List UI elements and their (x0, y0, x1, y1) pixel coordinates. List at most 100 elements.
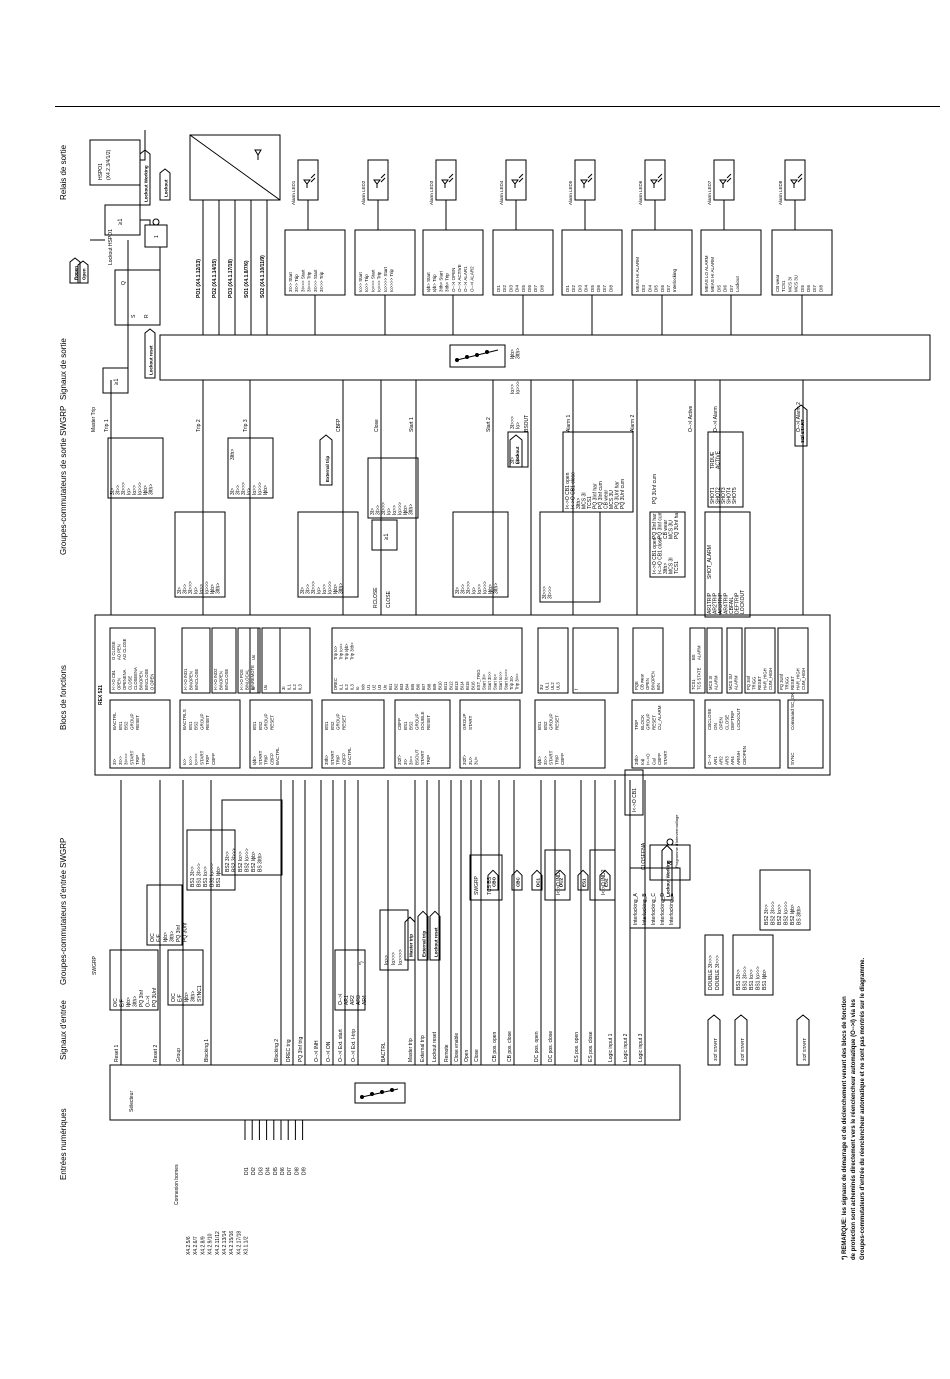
fb-signal: CBFP (657, 753, 662, 765)
fb-signal: I<->O POS (239, 669, 244, 690)
fb-signal: Trip 3I>> (515, 673, 520, 690)
output-signal-label: Alarm 1 (566, 415, 572, 432)
fb-signal: Start Io>> (498, 671, 503, 690)
alarm-led-item: Io>>> Start (370, 269, 375, 292)
fb-signal: OPEN (645, 678, 650, 690)
start-tag-label: 3I2f START (802, 1038, 807, 1061)
input-swgrp-line: E/F (178, 994, 184, 1002)
input-swgrp-line: BS2 3I>>> (232, 848, 238, 872)
terminal-label: X4.2.9/10 (208, 1233, 214, 1255)
di-label: DI7 (287, 1167, 293, 1175)
fb-signal: IL1 (287, 684, 292, 690)
terminal-label: X4.2.6/7 (193, 1236, 199, 1255)
alarm-led-item: MEAS HI ALARM (635, 257, 640, 292)
di-label: DI8 (294, 1167, 300, 1175)
fb-signal: OPEN (117, 678, 122, 690)
di-label: DI1 (244, 1167, 250, 1175)
fb-signal: TCS STATE (697, 667, 702, 690)
swgrp-label: SWGRP (92, 955, 98, 975)
fb-signal: START (258, 750, 263, 765)
fb-signal: 3I>>> (124, 753, 129, 765)
hspo-title: HSPO1 (98, 163, 104, 180)
fb-signal: BI16 (471, 681, 476, 690)
fb-signal: Trip Io> (333, 645, 338, 660)
fb-signal: BI14 (460, 681, 465, 690)
signal-tag-label: External trip (422, 930, 427, 957)
fb-signal: BS2 (194, 721, 199, 730)
selector-label: Sélecteur (129, 1091, 135, 1112)
fb-signal: 3Ith> (634, 754, 639, 765)
hspo-tag-label: Lockout reset (149, 345, 154, 375)
di-label: DI3 (258, 1167, 264, 1175)
fb-signal: DOUBLE (420, 711, 425, 730)
fb-signal: Trip 3Ith> (350, 642, 355, 660)
input-signal-label: External trip (420, 1035, 426, 1062)
alarm-led-item: Lockout (735, 275, 740, 292)
alarm-led-item: 3I>>> Trip (319, 271, 324, 292)
input-signal-label: Reset 2 (153, 1045, 159, 1062)
fb-signal: I<->O CB1 (111, 669, 116, 690)
fb-signal: Iob (361, 684, 366, 690)
fb-signal: TRIP (554, 755, 559, 765)
output-switch-symbol (450, 345, 505, 367)
input-swgrp-line: Iϕb> (163, 932, 169, 942)
interlocking-line: Interlocking_E (669, 893, 675, 925)
input-signal-label: O-->I INH (314, 1040, 320, 1062)
fb-signal: ALARM (697, 645, 702, 660)
output-signal-label: Start 2 (486, 417, 492, 432)
fb-signal: CB wear (640, 673, 645, 690)
input-swgrp-line: BS1 Io>>> (210, 863, 216, 887)
input-swgrp-line: O/C (171, 993, 177, 1002)
fb-signal: 3U> (468, 756, 473, 765)
alarm-led-item: 3I>> Start (288, 271, 293, 292)
selector-switch-symbol (355, 1083, 405, 1103)
io-line: Io>> (384, 955, 390, 965)
not-gate-label: 1 (154, 235, 160, 238)
fb-signal: RESET (341, 715, 346, 730)
alarm-led-item: Iϕb> Start (426, 272, 431, 292)
fb-signal: 3I2f> (397, 754, 402, 765)
relay-label: PO3 (X4.1.17/18) (228, 259, 234, 298)
fb-signal: CLOSE (724, 715, 729, 730)
fb-signal: BS (691, 654, 696, 660)
fb-signal: BS1 (252, 721, 257, 730)
alarm-led-item: DI3 (641, 285, 646, 293)
alarm-led-item: 3I>> Trip (294, 274, 299, 292)
fb-signal: 3I>> (118, 756, 123, 765)
fb-signal: IL2 (344, 684, 349, 690)
input-signal-label: Remote (444, 1044, 450, 1062)
fb-signal: BS1 (537, 721, 542, 730)
led-icon (581, 174, 592, 188)
footnote-line: Groupes-commutateurs d'entrée du réencle… (860, 957, 866, 1260)
fb-signal: 3Ith> (324, 754, 329, 765)
out-swgrp-line: SHOT_ALARM (707, 545, 713, 579)
fb-signal: DEFTRIP (730, 711, 735, 730)
fb-signal: TRIP (426, 755, 431, 765)
alarm-led-item: DI7 (812, 285, 817, 293)
ar-line: AR4 (362, 995, 368, 1005)
fb-signal: BI3 (399, 683, 404, 690)
output-signal-label: Trip 2 (196, 419, 202, 432)
fb-signal: UL1 (545, 682, 550, 690)
terminal-label: X4.2.17/18 (236, 1231, 242, 1255)
fb-signal: 3U< (474, 756, 479, 765)
fb-signal: RESET (790, 676, 795, 690)
led-icon (512, 174, 523, 188)
fb-signal: UL3 (556, 682, 561, 690)
start-tag-label: 3I2f START (740, 1038, 745, 1061)
terminal-label: X3.1.1/2 (244, 1236, 250, 1255)
input-swgrp-line: BS2 3I>> (225, 851, 231, 872)
fb-signal: U3 (377, 684, 382, 690)
terminal-label: X4.2.15/16 (229, 1231, 235, 1255)
input-signal-label: Group (176, 1048, 182, 1062)
input-swgrp-line: PQ 3Unf (183, 922, 189, 942)
input-signal-label: DC pos. open (534, 1031, 540, 1062)
alarm-led-title: Alarm LED3 (429, 180, 434, 205)
alarm-led-item: DI8 (539, 285, 544, 293)
input-signal-label: O-->I Ext. start (338, 1029, 344, 1062)
fb-signal: LOCKOUT (736, 708, 741, 730)
input-signal-label: O-->I Ext. I-trip (351, 1029, 357, 1062)
alarm-led-item: DI4 (515, 285, 520, 293)
fb-signal: Start Io> (493, 674, 498, 690)
output-tag-label: External trip (325, 455, 330, 482)
